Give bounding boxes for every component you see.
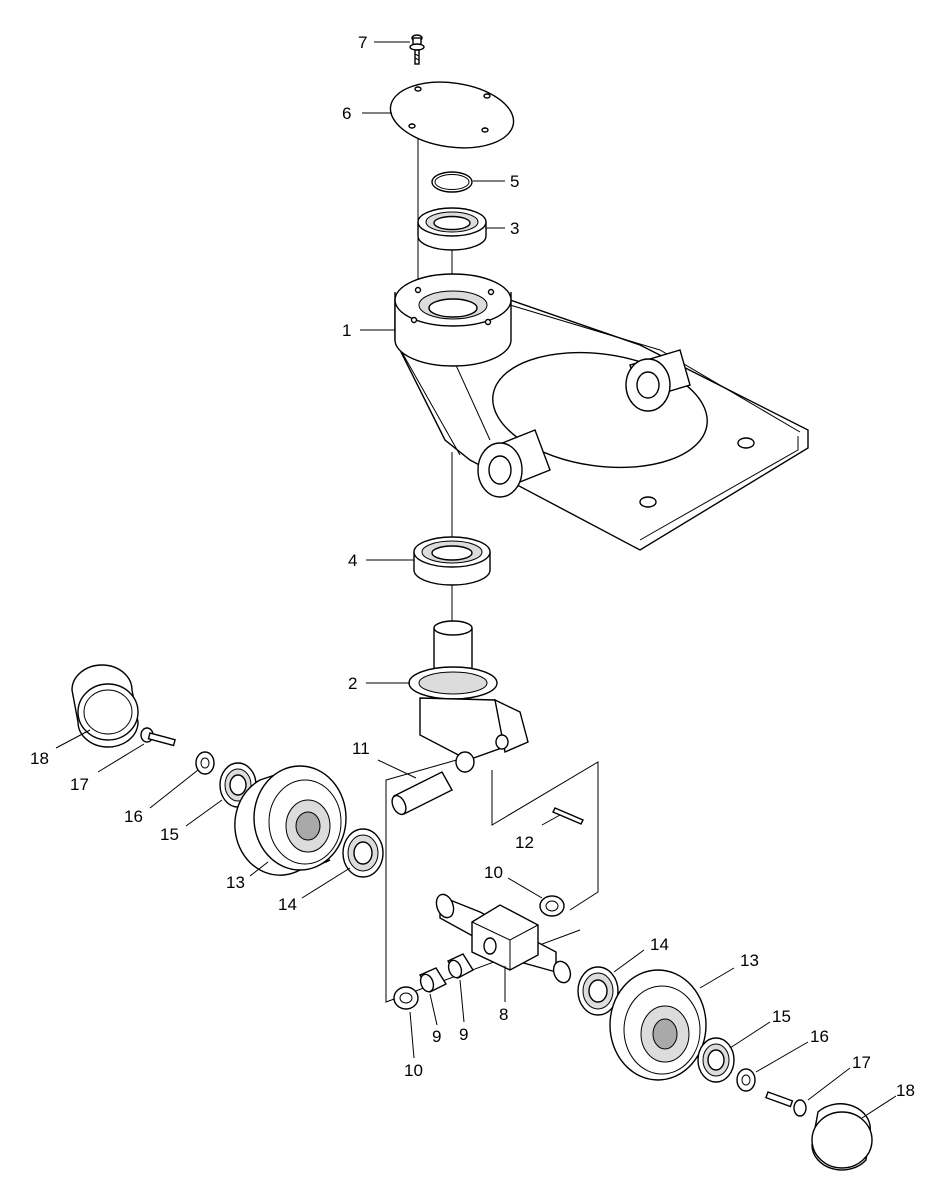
callout-14-right: 14 — [650, 935, 669, 954]
part-11-pin — [391, 771, 453, 816]
callout-15-left: 15 — [160, 825, 179, 844]
callout-1: 1 — [342, 321, 351, 340]
callout-13-right: 13 — [740, 951, 759, 970]
callout-17-right: 17 — [852, 1053, 871, 1072]
part-9-bushings — [418, 953, 474, 993]
callout-18-left: 18 — [30, 749, 49, 768]
callout-labels: 7 6 5 3 1 4 2 11 12 18 17 16 15 13 14 10… — [30, 33, 915, 1100]
callout-12: 12 — [515, 833, 534, 852]
callout-7: 7 — [358, 33, 367, 52]
part-3-bearing — [417, 207, 487, 251]
callout-10-bottom: 10 — [404, 1061, 423, 1080]
part-6-cover-plate — [389, 81, 515, 149]
callout-11: 11 — [352, 739, 370, 758]
callout-8: 8 — [499, 1005, 508, 1024]
right-wheel-assembly — [577, 966, 873, 1171]
callout-9-right: 9 — [459, 1025, 468, 1044]
callout-14-left: 14 — [278, 895, 297, 914]
callout-3: 3 — [510, 219, 519, 238]
part-2-kingpin-fork — [408, 620, 529, 773]
callout-10-top: 10 — [484, 863, 503, 882]
callout-18-right: 18 — [896, 1081, 915, 1100]
callout-17-left: 17 — [70, 775, 89, 794]
callout-4: 4 — [348, 551, 357, 570]
callout-2: 2 — [348, 674, 357, 693]
assembly-axis-lines — [385, 92, 599, 1003]
callout-15-right: 15 — [772, 1007, 791, 1026]
part-12-split-pin — [552, 807, 584, 825]
callout-5: 5 — [510, 172, 519, 191]
part-8-axle-block — [435, 893, 572, 984]
part-10-washers — [393, 895, 565, 1010]
part-5-snap-ring — [431, 171, 473, 193]
callout-9-left: 9 — [432, 1027, 441, 1046]
part-4-bearing — [413, 536, 491, 586]
callout-16-right: 16 — [810, 1027, 829, 1046]
part-7-screw — [409, 34, 425, 65]
leader-lines — [55, 41, 897, 1119]
part-1-swing-arm — [394, 273, 809, 551]
callout-6: 6 — [342, 104, 351, 123]
callout-13-left: 13 — [226, 873, 245, 892]
left-wheel-assembly — [71, 664, 384, 878]
callout-16-left: 16 — [124, 807, 143, 826]
